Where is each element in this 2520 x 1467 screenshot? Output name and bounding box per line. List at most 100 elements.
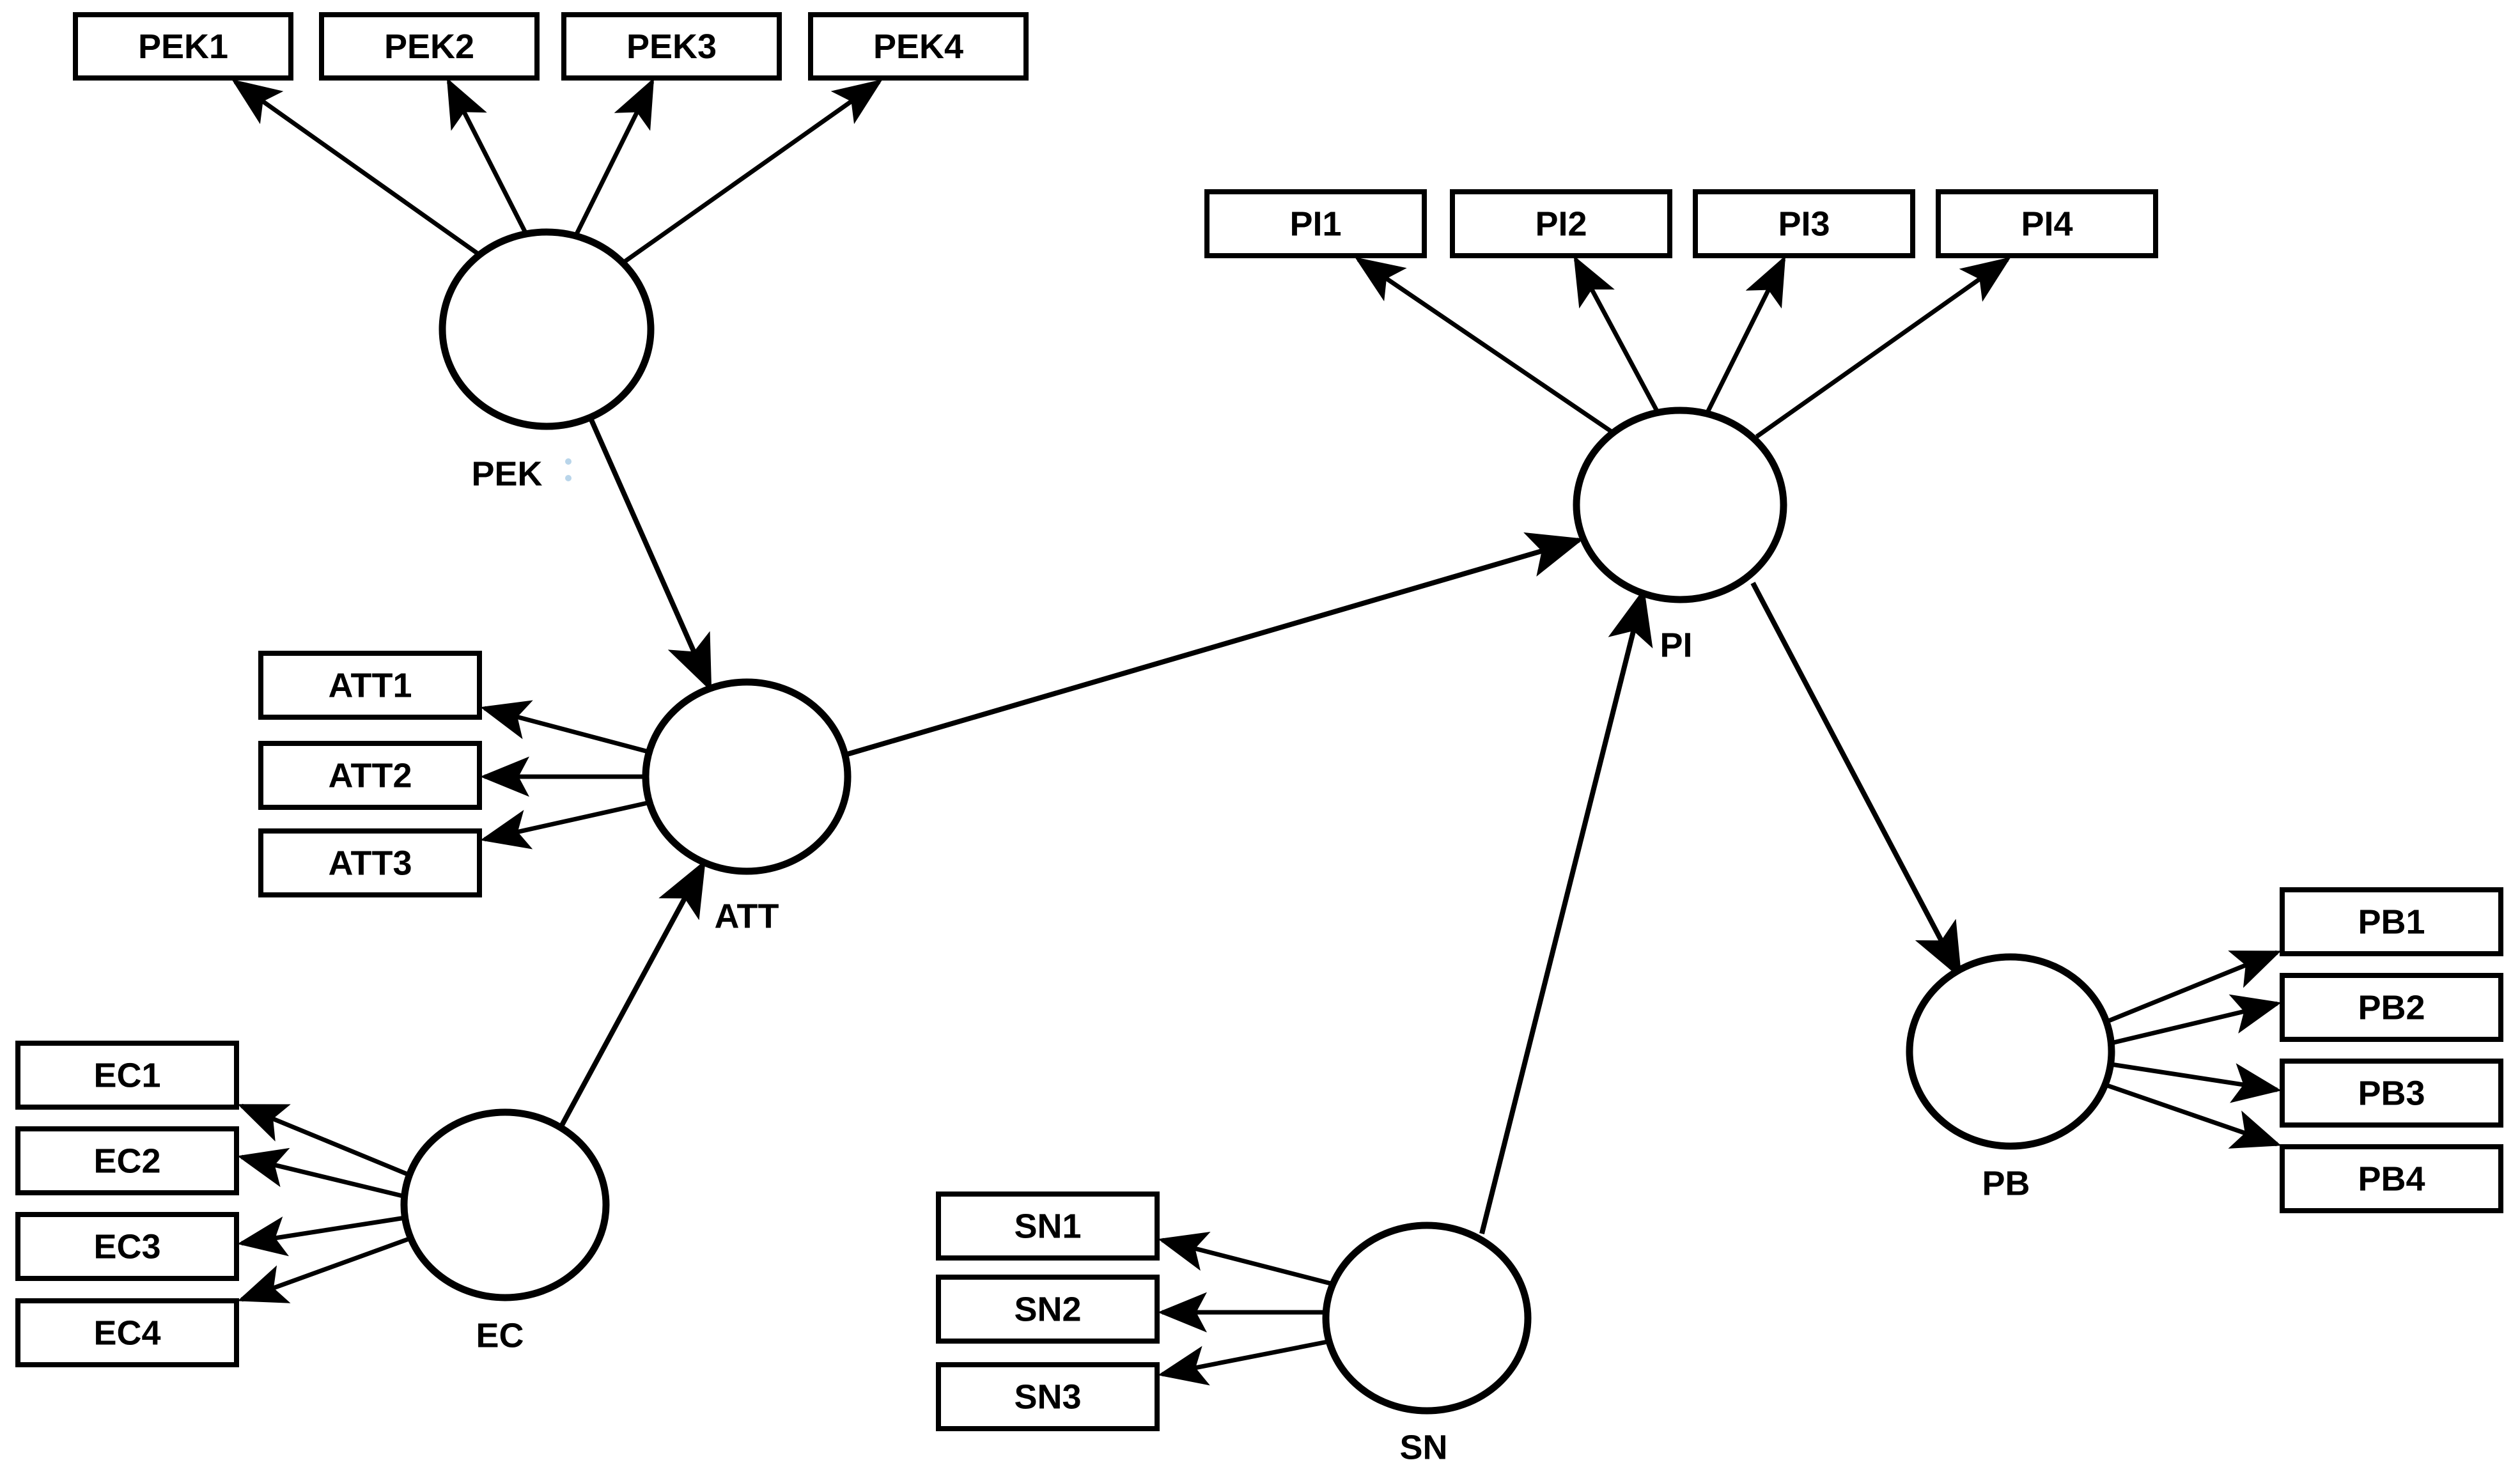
indicator-box-att2[interactable]: ATT2: [258, 741, 482, 810]
structural-paths-group: [559, 414, 1962, 1234]
indicator-label: PEK3: [626, 27, 717, 66]
latent-variable-sn[interactable]: SN: [1322, 1222, 1532, 1466]
indicator-box-pb3[interactable]: PB3: [2280, 1059, 2503, 1128]
indicator-rect: [561, 12, 782, 81]
loading-arrow-ec-to-ec4: [237, 1236, 410, 1303]
indicator-box-pi1[interactable]: PI1: [1204, 189, 1427, 258]
latent-circle: [1322, 1222, 1532, 1415]
indicator-rect: [15, 1041, 239, 1110]
loading-arrow-sn-to-sn1: [1158, 1231, 1332, 1286]
indicator-rect: [1450, 189, 1672, 258]
indicator-box-ec1[interactable]: EC1: [15, 1041, 239, 1110]
indicator-box-sn3[interactable]: SN3: [936, 1362, 1160, 1431]
indicator-box-sn1[interactable]: SN1: [936, 1191, 1160, 1261]
latent-variable-pek[interactable]: PEK: [439, 228, 655, 493]
measurement-paths-group: [231, 77, 2282, 1386]
structural-arrow-sn-to-pi: [1479, 588, 1653, 1234]
indicator-label: EC3: [93, 1227, 160, 1266]
structural-arrow-pi-to-pb: [1750, 582, 1962, 980]
indicator-label: PI3: [1778, 205, 1830, 243]
latent-variable-att[interactable]: ATT: [642, 678, 852, 935]
loading-arrow-att-to-att1: [480, 700, 651, 755]
indicator-label: EC2: [93, 1142, 160, 1180]
indicator-label: PI1: [1289, 205, 1341, 243]
indicator-label: SN2: [1014, 1290, 1081, 1328]
indicator-rect: [1204, 189, 1427, 258]
indicator-label: ATT3: [329, 844, 412, 882]
latent-circle: [1906, 953, 2115, 1150]
scan-artifacts-group: [565, 458, 572, 481]
loading-arrow-pi-to-pi2: [1573, 255, 1660, 412]
indicator-label: PB4: [2358, 1160, 2425, 1198]
indicator-rect: [936, 1275, 1160, 1344]
indicator-box-ec2[interactable]: EC2: [15, 1126, 239, 1195]
loading-arrow-sn-to-sn3: [1158, 1339, 1332, 1386]
indicator-label: ATT1: [329, 666, 412, 704]
indicator-label: EC1: [93, 1056, 160, 1094]
loading-arrow-ec-to-ec2: [237, 1147, 406, 1199]
indicator-label: SN3: [1014, 1378, 1081, 1416]
structural-arrow-ec-to-att: [559, 859, 706, 1128]
indicator-rect: [2280, 1144, 2503, 1213]
indicator-box-pb2[interactable]: PB2: [2280, 973, 2503, 1042]
latent-label: PEK: [471, 454, 542, 493]
indicator-rect: [2280, 887, 2503, 956]
loading-arrow-pb-to-pb1: [2106, 950, 2282, 1024]
indicator-rect: [1693, 189, 1915, 258]
indicator-rect: [319, 12, 540, 81]
indicator-box-ec4[interactable]: EC4: [15, 1298, 239, 1367]
scan-artifact-dot-2: [565, 475, 572, 481]
indicator-rect: [936, 1191, 1160, 1261]
indicator-box-sn2[interactable]: SN2: [936, 1275, 1160, 1344]
loading-arrow-ec-to-ec1: [237, 1103, 410, 1177]
indicator-box-att1[interactable]: ATT1: [258, 651, 482, 720]
indicator-box-ec3[interactable]: EC3: [15, 1212, 239, 1281]
indicator-rect: [808, 12, 1029, 81]
indicator-rect: [15, 1212, 239, 1281]
indicator-rect: [2280, 973, 2503, 1042]
indicator-rect: [2280, 1059, 2503, 1128]
indicator-box-pek2[interactable]: PEK2: [319, 12, 540, 81]
loading-arrow-pi-to-pi4: [1755, 256, 2011, 439]
indicator-rect: [936, 1362, 1160, 1431]
indicator-box-att3[interactable]: ATT3: [258, 828, 482, 897]
indicator-rect: [258, 828, 482, 897]
loading-arrow-ec-to-ec3: [237, 1215, 406, 1257]
latent-variable-pb[interactable]: PB: [1906, 953, 2115, 1202]
indicator-box-pi3[interactable]: PI3: [1693, 189, 1915, 258]
indicator-label: EC4: [93, 1314, 160, 1352]
latent-variable-pi[interactable]: PI: [1573, 407, 1787, 664]
loading-arrow-pb-to-pb3: [2110, 1062, 2282, 1103]
latent-label: SN: [1399, 1428, 1447, 1466]
latent-circle: [439, 228, 655, 430]
indicator-label: PI4: [2021, 205, 2073, 243]
indicator-label: PEK4: [873, 27, 963, 66]
indicator-box-pek3[interactable]: PEK3: [561, 12, 782, 81]
latent-circle: [642, 678, 852, 875]
scan-artifact-dot-1: [565, 458, 572, 465]
loading-arrow-pb-to-pb4: [2106, 1083, 2282, 1149]
indicator-box-pi4[interactable]: PI4: [1936, 189, 2158, 258]
latent-variables-group: PEK ATT PI EC SN PB: [400, 228, 2115, 1466]
indicator-box-pb1[interactable]: PB1: [2280, 887, 2503, 956]
indicator-rect: [15, 1298, 239, 1367]
latent-label: ATT: [715, 897, 779, 935]
indicator-box-pb4[interactable]: PB4: [2280, 1144, 2503, 1213]
latent-variable-ec[interactable]: EC: [400, 1108, 610, 1354]
indicator-rect: [1936, 189, 2158, 258]
loading-arrow-pek-to-pek2: [446, 77, 528, 234]
structural-arrow-att-to-pi: [846, 532, 1584, 757]
indicator-box-pek4[interactable]: PEK4: [808, 12, 1029, 81]
latent-label: PB: [1982, 1164, 2030, 1202]
latent-label: PI: [1660, 626, 1692, 664]
latent-label: EC: [476, 1316, 524, 1354]
indicator-box-pi2[interactable]: PI2: [1450, 189, 1672, 258]
indicator-box-pek1[interactable]: PEK1: [73, 12, 293, 81]
structural-arrow-pek-to-att: [587, 414, 712, 692]
latent-circle: [400, 1108, 610, 1301]
loading-arrow-pi-to-pi1: [1355, 257, 1614, 434]
loading-arrow-pi-to-pi3: [1706, 255, 1786, 412]
indicator-rect: [73, 12, 293, 81]
